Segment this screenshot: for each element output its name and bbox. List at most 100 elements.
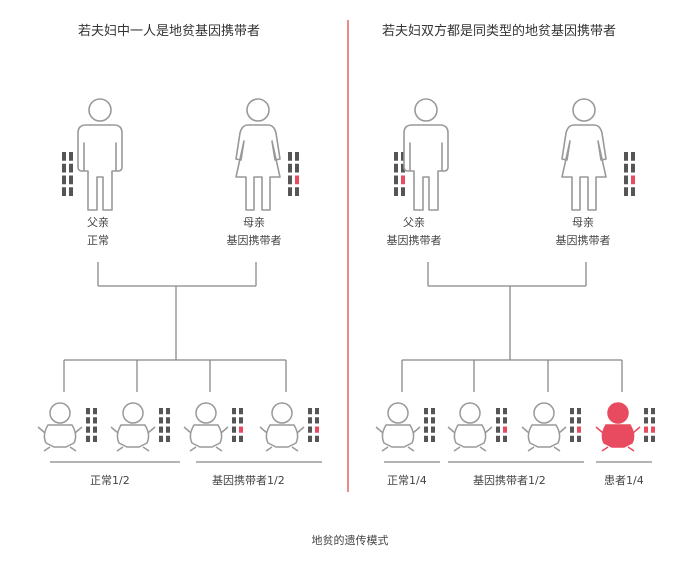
left-child-chromosomes-2 <box>232 408 243 442</box>
baby-head <box>49 402 71 424</box>
chromosome-segment <box>496 417 500 424</box>
chromosome-segment <box>503 408 507 415</box>
chromosome-segment <box>651 417 655 424</box>
chromosome-segment <box>424 417 428 424</box>
chromosome-segment <box>577 426 581 433</box>
baby-head <box>607 402 629 424</box>
chromosome-segment <box>570 417 574 424</box>
chromosome-segment <box>166 435 170 442</box>
body <box>561 124 607 211</box>
left-child-3 <box>259 402 305 452</box>
chromosome-segment <box>308 426 312 433</box>
right-father-label: 父亲 基因携带者 <box>354 214 474 250</box>
chromosome-segment <box>644 426 648 433</box>
chromosome-segment <box>644 417 648 424</box>
figure-caption: 地贫的遗传模式 <box>311 534 389 547</box>
left-child-1 <box>110 402 156 452</box>
chromosome-segment <box>631 163 635 173</box>
chromosome-segment <box>577 408 581 415</box>
body <box>403 124 449 211</box>
right-father-role: 父亲 <box>403 216 425 229</box>
chromosome-segment <box>159 408 163 415</box>
chromosome-segment <box>570 426 574 433</box>
body <box>77 124 123 211</box>
right-child-chromosomes-3 <box>644 408 655 442</box>
body <box>235 124 281 211</box>
right-panel-title: 若夫妇双方都是同类型的地贫基因携带者 <box>382 24 617 39</box>
chromosome-segment <box>288 163 292 173</box>
chromosome-segment <box>315 435 319 442</box>
chromosome-segment <box>424 435 428 442</box>
baby-body <box>265 424 299 448</box>
right-group-normal-label: 正常1/4 <box>387 474 427 487</box>
chromosome-segment <box>624 175 628 185</box>
chromosome-segment <box>93 417 97 424</box>
chromosome-segment <box>315 426 319 433</box>
head <box>414 98 438 122</box>
chromosome-segment <box>431 408 435 415</box>
chromosome-segment <box>401 152 405 161</box>
baby-limbs <box>37 426 83 452</box>
left-child-0 <box>37 402 83 452</box>
chromosome-segment <box>503 426 507 433</box>
chromosome-segment <box>424 408 428 415</box>
right-mother-label: 母亲 基因携带者 <box>523 214 643 250</box>
chromosome-segment <box>624 152 628 161</box>
chromosome-segment <box>570 408 574 415</box>
left-father-figure <box>77 98 123 211</box>
baby-limbs <box>110 426 156 452</box>
chromosome-segment <box>577 417 581 424</box>
right-mother-figure <box>561 98 607 211</box>
chromosome-segment <box>496 435 500 442</box>
chromosome-segment <box>308 435 312 442</box>
chromosome-segment <box>62 175 66 185</box>
right-group-patient-label: 患者1/4 <box>604 474 644 487</box>
chromosome-segment <box>394 152 398 161</box>
chromosome-segment <box>644 408 648 415</box>
chromosome-segment <box>159 417 163 424</box>
right-child-chromosomes-2 <box>570 408 581 442</box>
baby-limbs <box>259 426 305 452</box>
chromosome-segment <box>166 426 170 433</box>
right-child-0 <box>375 402 421 452</box>
baby-head <box>387 402 409 424</box>
chromosome-segment <box>239 408 243 415</box>
chromosome-segment <box>62 152 66 161</box>
chromosome-segment <box>394 187 398 196</box>
chromosome-segment <box>69 175 73 185</box>
baby-head <box>533 402 555 424</box>
right-child-chromosomes-1 <box>496 408 507 442</box>
chromosome-segment <box>651 426 655 433</box>
right-child-2 <box>521 402 567 452</box>
left-mother-figure <box>235 98 281 211</box>
left-father-label: 父亲 正常 <box>38 214 158 250</box>
baby-body <box>43 424 77 448</box>
chromosome-segment <box>69 187 73 196</box>
right-child-1 <box>447 402 493 452</box>
chromosome-segment <box>86 408 90 415</box>
chromosome-segment <box>239 417 243 424</box>
chromosome-segment <box>288 152 292 161</box>
chromosome-segment <box>315 408 319 415</box>
baby-limbs <box>521 426 567 452</box>
chromosome-segment <box>631 187 635 196</box>
left-mother-chromosomes <box>288 152 299 196</box>
right-child-chromosomes-0 <box>424 408 435 442</box>
chromosome-segment <box>624 187 628 196</box>
baby-limbs <box>595 426 641 452</box>
chromosome-segment <box>570 435 574 442</box>
chromosome-segment <box>62 187 66 196</box>
chromosome-segment <box>295 175 299 185</box>
chromosome-segment <box>93 426 97 433</box>
chromosome-segment <box>424 426 428 433</box>
chromosome-segment <box>166 408 170 415</box>
left-mother-label: 母亲 基因携带者 <box>194 214 314 250</box>
right-child-3 <box>595 402 641 452</box>
chromosome-segment <box>394 163 398 173</box>
chromosome-segment <box>431 435 435 442</box>
chromosome-segment <box>503 417 507 424</box>
chromosome-segment <box>401 187 405 196</box>
baby-body <box>453 424 487 448</box>
left-group-normal-label: 正常1/2 <box>90 474 130 487</box>
chromosome-segment <box>631 175 635 185</box>
